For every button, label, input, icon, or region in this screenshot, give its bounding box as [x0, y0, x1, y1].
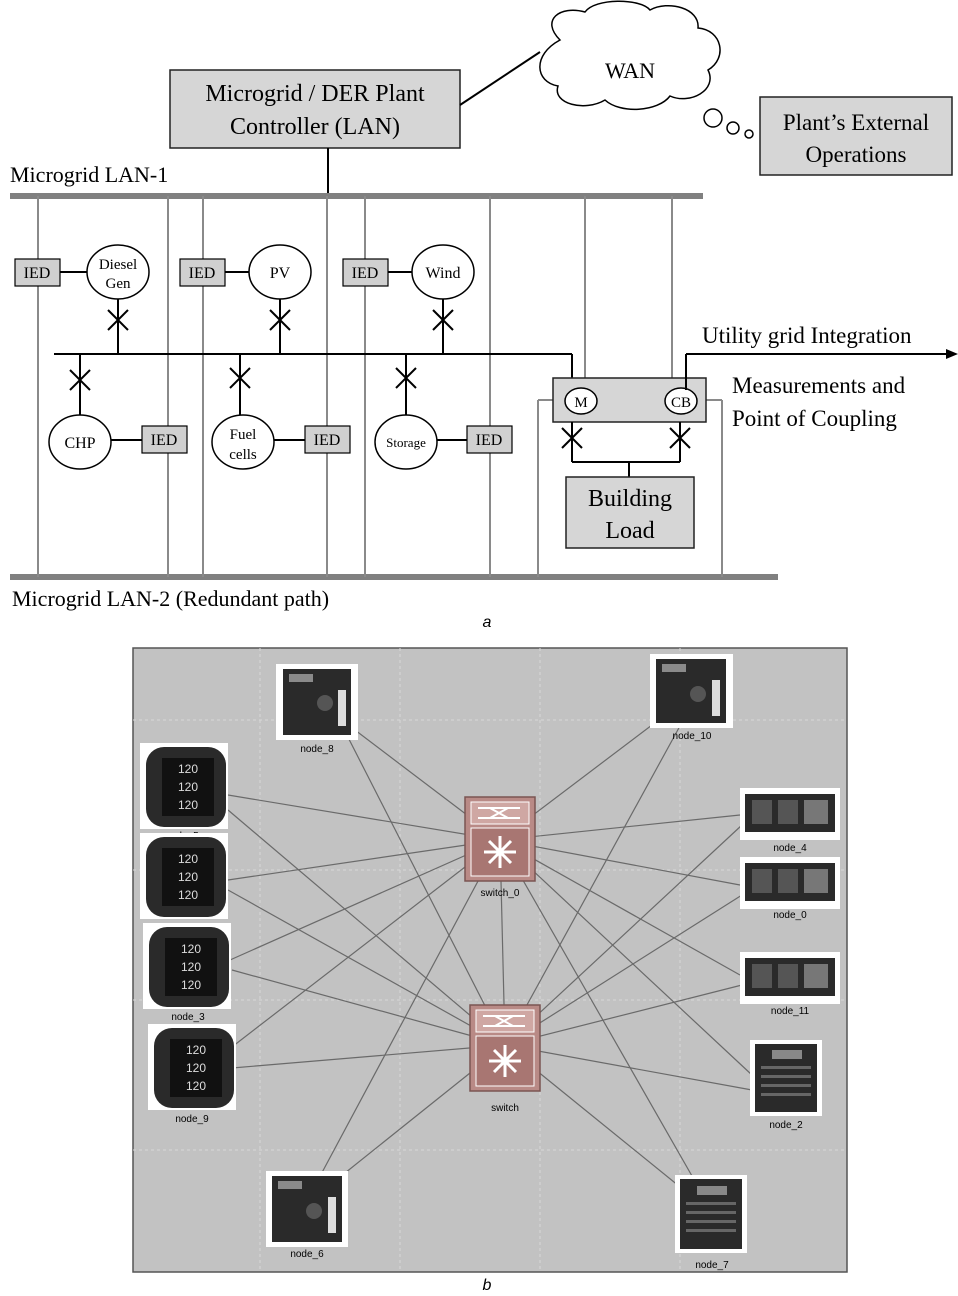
ied-label: IED: [24, 265, 51, 282]
ied-storage: IED: [466, 425, 513, 454]
svg-text:cells: cells: [229, 447, 257, 463]
switch: switch: [469, 1004, 541, 1114]
svg-text:node_8: node_8: [300, 744, 334, 755]
utility-label: Utility grid Integration: [702, 323, 912, 348]
wind: Wind: [411, 244, 475, 300]
external-operations: Plant’s External Operations: [759, 96, 953, 176]
svg-text:Gen: Gen: [106, 276, 131, 292]
node-2: node_2: [750, 1040, 822, 1131]
bubble-small: [744, 129, 754, 139]
lan1-label: Microgrid LAN-1: [10, 162, 168, 187]
svg-text:Load: Load: [605, 518, 654, 544]
controller-title-line1: Microgrid / DER Plant: [205, 81, 425, 107]
svg-text:node_7: node_7: [695, 1260, 729, 1271]
svg-text:IED: IED: [189, 265, 216, 282]
svg-text:120: 120: [178, 852, 198, 866]
node-11: node_11: [740, 952, 840, 1017]
controller-wan-link: [459, 51, 541, 106]
svg-text:IED: IED: [476, 432, 503, 449]
ied-diesel: IED: [14, 258, 61, 287]
panel-a: Microgrid / DER Plant Controller (LAN) W…: [10, 0, 958, 631]
node-7: node_7: [675, 1175, 747, 1271]
node-meter-unlabeled: 120 120 120: [140, 833, 228, 919]
breaker-marks-top: [107, 309, 454, 331]
svg-text:120: 120: [181, 978, 201, 992]
external-line2: Operations: [806, 142, 907, 167]
switch-star-icon: [489, 1045, 521, 1077]
node-10: node_10: [650, 654, 733, 742]
svg-text:120: 120: [178, 762, 198, 776]
svg-text:Fuel: Fuel: [230, 427, 257, 443]
building-load: Building Load: [565, 476, 695, 549]
svg-text:Diesel: Diesel: [99, 257, 137, 273]
svg-text:node_9: node_9: [175, 1114, 209, 1125]
svg-text:node_0: node_0: [773, 910, 807, 921]
lan2-label: Microgrid LAN-2 (Redundant path): [12, 586, 329, 611]
svg-text:120: 120: [178, 888, 198, 902]
svg-text:120: 120: [181, 942, 201, 956]
node-3: 120 120 120 node_3: [143, 923, 231, 1023]
svg-text:IED: IED: [151, 432, 178, 449]
svg-text:IED: IED: [352, 265, 379, 282]
breaker-marks-bottom: [69, 367, 417, 391]
ied-pv: IED: [179, 258, 226, 287]
svg-text:120: 120: [178, 798, 198, 812]
caption-b: b: [483, 1277, 492, 1294]
ied-wind: IED: [342, 258, 389, 287]
ied-chp: IED: [141, 425, 188, 454]
point-of-coupling: M CB: [552, 377, 707, 423]
svg-text:120: 120: [186, 1061, 206, 1075]
node-9: 120 120 120 node_9: [148, 1024, 236, 1125]
node-4: node_4: [740, 788, 840, 854]
node-8: node_8: [276, 664, 358, 755]
measure-line2: Point of Coupling: [732, 406, 897, 431]
svg-text:node_2: node_2: [769, 1120, 803, 1131]
svg-text:PV: PV: [270, 265, 291, 282]
network-canvas: [132, 647, 848, 1273]
svg-text:node_6: node_6: [290, 1249, 324, 1260]
svg-text:node_11: node_11: [771, 1006, 810, 1017]
external-line1: Plant’s External: [783, 110, 929, 135]
ied-fuel: IED: [304, 425, 351, 454]
bubble-medium: [726, 121, 740, 135]
wan-cloud: WAN: [539, 0, 721, 111]
switch-0-label: switch_0: [481, 888, 520, 899]
fuel-cells: Fuel cells: [211, 414, 275, 470]
plant-controller: Microgrid / DER Plant Controller (LAN): [169, 69, 461, 149]
svg-text:120: 120: [178, 870, 198, 884]
panel-b: switch_0 switch node_8: [132, 647, 848, 1294]
svg-text:node_10: node_10: [673, 731, 712, 742]
switch-label: switch: [491, 1103, 519, 1114]
svg-text:Wind: Wind: [426, 265, 461, 282]
caption-a: a: [483, 614, 492, 631]
utility-arrowhead: [946, 349, 958, 359]
svg-text:Building: Building: [588, 486, 672, 512]
node-0: node_0: [740, 857, 840, 921]
svg-text:120: 120: [178, 780, 198, 794]
svg-text:IED: IED: [314, 432, 341, 449]
node-5: 120 120 120 node_5: [140, 743, 228, 842]
svg-text:120: 120: [186, 1043, 206, 1057]
svg-text:Storage: Storage: [386, 435, 426, 450]
node-6: node_6: [266, 1171, 348, 1260]
svg-text:120: 120: [186, 1079, 206, 1093]
controller-title-line2: Controller (LAN): [230, 114, 400, 140]
measure-line1: Measurements and: [732, 373, 906, 398]
svg-text:120: 120: [181, 960, 201, 974]
chp: CHP: [48, 414, 112, 470]
wan-label: WAN: [605, 58, 655, 83]
breaker-label: CB: [671, 395, 691, 411]
diesel-gen: Diesel Gen: [86, 244, 150, 300]
pv: PV: [248, 244, 312, 300]
switch-0-star-icon: [484, 836, 516, 868]
breaker-marks-load: [561, 427, 691, 449]
storage: Storage: [374, 414, 438, 470]
bubble-large: [703, 108, 723, 128]
svg-text:CHP: CHP: [64, 435, 95, 452]
svg-text:node_4: node_4: [773, 843, 807, 854]
meter-label: M: [574, 395, 587, 411]
switch-0: switch_0: [464, 796, 536, 899]
svg-text:node_3: node_3: [171, 1012, 205, 1023]
